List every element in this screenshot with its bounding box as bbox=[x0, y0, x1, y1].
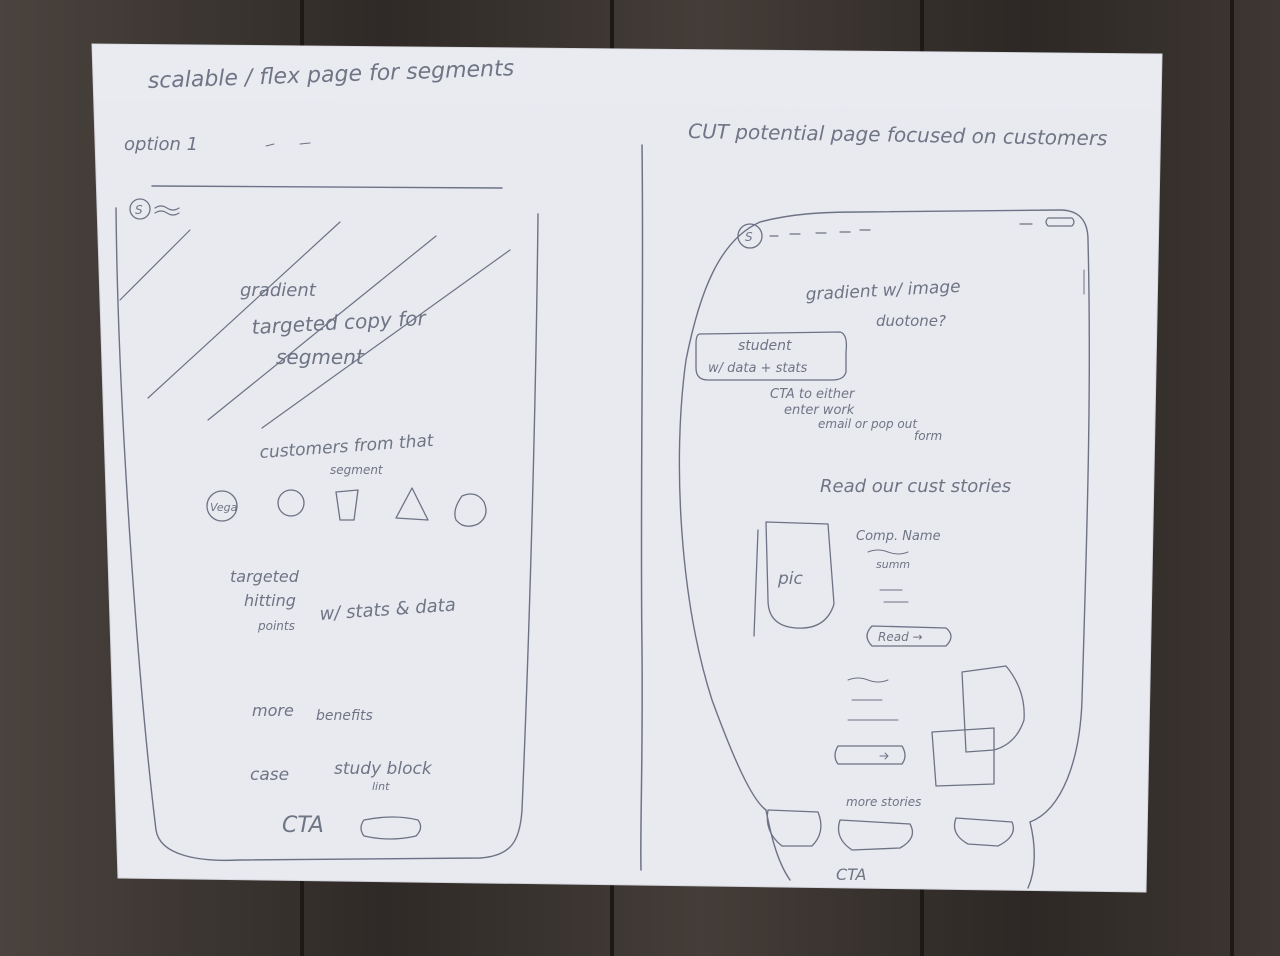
left-phone-frame: S bbox=[115, 185, 539, 862]
left-points-line1: targeted bbox=[230, 567, 300, 586]
right-cta-note-line3: email or pop out bbox=[818, 417, 918, 431]
customer-logo bbox=[277, 489, 305, 517]
right-cta-note-line2: enter work bbox=[784, 403, 855, 418]
right-callout-line1: student bbox=[738, 338, 792, 354]
story-card: pic Comp. Name summ Read → bbox=[753, 521, 952, 647]
right-callout-line2: w/ data + stats bbox=[708, 361, 808, 376]
customer-logo: Vega bbox=[206, 490, 238, 522]
customer-logo bbox=[335, 489, 359, 521]
story-thumb[interactable] bbox=[766, 809, 822, 847]
left-points-line2: hitting bbox=[244, 591, 296, 610]
customer-logo bbox=[454, 493, 487, 527]
left-benefits-line2: benefits bbox=[316, 708, 373, 724]
left-hero-line1: gradient bbox=[240, 280, 317, 301]
story-read-button[interactable] bbox=[866, 625, 952, 647]
story-read-label: Read → bbox=[878, 630, 923, 644]
svg-text:S: S bbox=[135, 203, 143, 217]
more-stories-cards bbox=[766, 809, 1015, 851]
svg-text:S: S bbox=[745, 230, 753, 244]
center-divider bbox=[640, 144, 644, 871]
right-hero-line2: duotone? bbox=[876, 312, 946, 330]
story-pic-frame-3 bbox=[931, 727, 995, 787]
left-case-study-right2: lint bbox=[372, 780, 390, 793]
story-thumb[interactable] bbox=[953, 817, 1015, 847]
story-summary: summ bbox=[876, 558, 910, 571]
option-label: option 1 bbox=[124, 134, 198, 155]
story-secondary-button[interactable] bbox=[834, 745, 906, 765]
right-phone-frame: S bbox=[678, 209, 1091, 889]
left-case-study-right: study block bbox=[334, 759, 433, 779]
left-customers-line2: segment bbox=[330, 463, 384, 477]
story-pic-frame bbox=[753, 521, 835, 637]
left-hero-line3: segment bbox=[276, 345, 365, 369]
story-pic-frame-2 bbox=[961, 665, 1025, 753]
left-cta-label: CTA bbox=[282, 813, 324, 838]
story-company-name: Comp. Name bbox=[856, 529, 941, 544]
story-thumb[interactable] bbox=[837, 819, 914, 851]
right-cta-note-line4: form bbox=[914, 429, 942, 443]
customer-logo bbox=[395, 487, 429, 521]
story-pic-label: pic bbox=[777, 569, 804, 589]
left-points-line3: points bbox=[257, 619, 295, 633]
right-callout-box bbox=[695, 331, 848, 381]
customer-logos: Vega bbox=[206, 487, 487, 527]
left-benefits-line1: more bbox=[252, 701, 294, 720]
story-card-secondary bbox=[834, 665, 1025, 787]
right-cta-label: CTA bbox=[836, 865, 866, 884]
left-case-study-left: case bbox=[250, 765, 289, 785]
left-cta-button[interactable] bbox=[360, 816, 422, 840]
right-cta-note-line1: CTA to either bbox=[770, 387, 856, 402]
stories-heading: Read our cust stories bbox=[820, 476, 1011, 497]
customer-logo-text: Vega bbox=[210, 501, 238, 514]
more-stories: more stories bbox=[846, 795, 921, 809]
